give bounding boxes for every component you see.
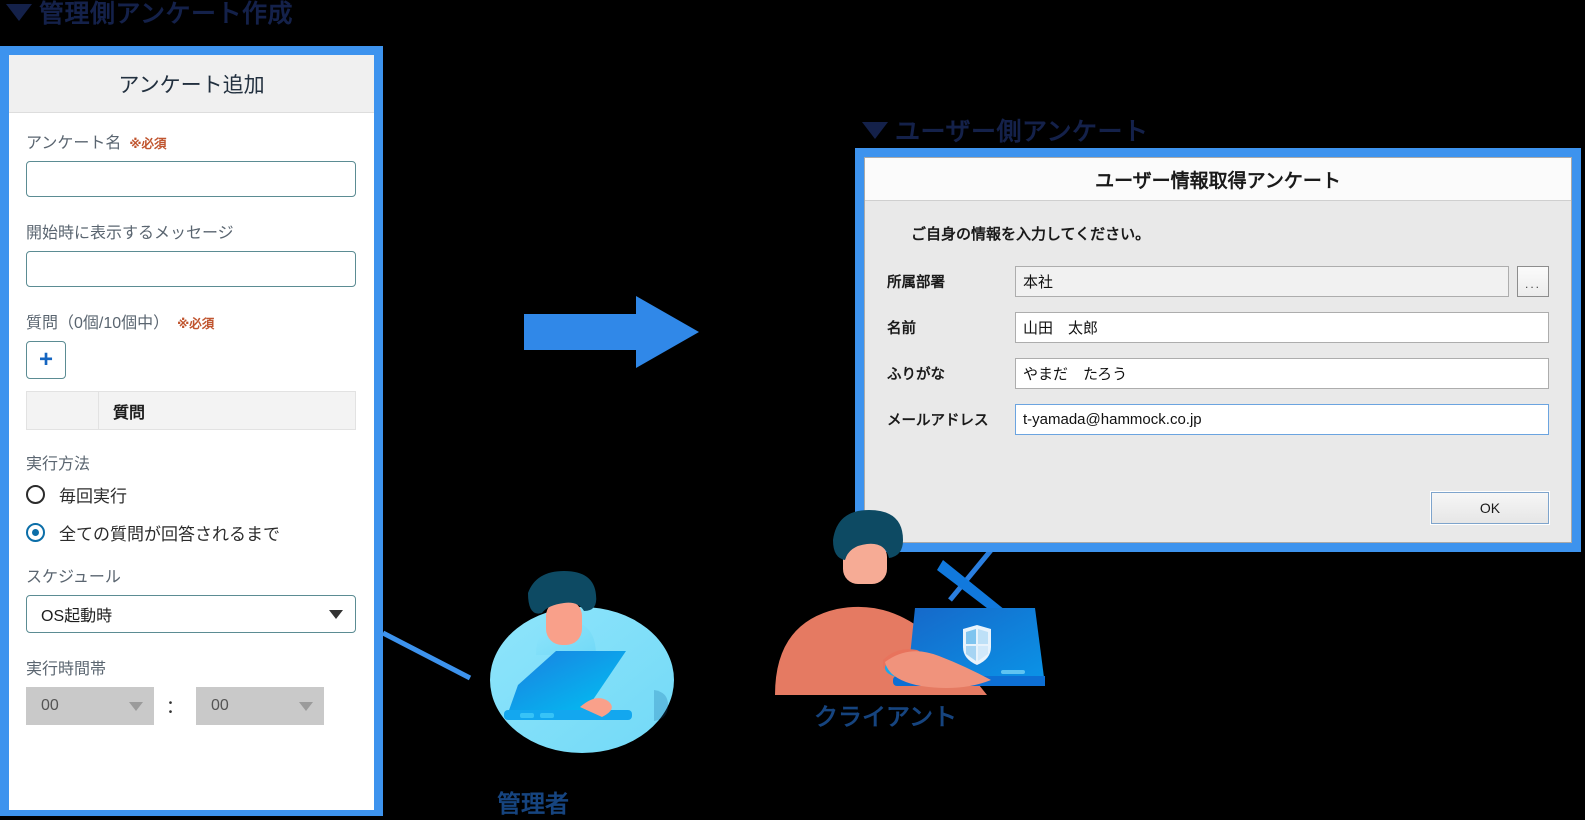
arrow-right-icon [524,296,699,368]
execution-time-minute-value: 00 [211,697,229,714]
user-dialog-note: ご自身の情報を入力してください。 [911,226,1151,243]
user-dialog-inner: ユーザー情報取得アンケート ご自身の情報を入力してください。 所属部署 本社 .… [864,157,1572,543]
chevron-down-icon [129,701,143,711]
ok-button[interactable]: OK [1430,491,1550,525]
schedule-select[interactable]: OS起動時 [26,595,356,633]
execution-time-minute-select[interactable]: 00 [196,687,324,725]
radio-until-all-answered[interactable]: 全ての質問が回答されるまで [26,520,357,545]
user-dialog-title: ユーザー情報取得アンケート [865,158,1571,200]
radio-until-all-answered-label: 全ての質問が回答されるまで [59,525,280,544]
radio-execute-every-time-label: 毎回実行 [59,487,127,506]
user-survey-dialog: ユーザー情報取得アンケート ご自身の情報を入力してください。 所属部署 本社 .… [855,148,1581,552]
admin-panel-title-label: アンケート追加 [118,73,265,97]
start-message-label: 開始時に表示するメッセージ [26,225,234,242]
heading-admin-label: 管理側アンケート作成 [39,0,294,28]
execution-time-label: 実行時間帯 [26,661,107,678]
questions-table-header-spacer [26,391,99,430]
field-furigana-input[interactable]: やまだ たろう [1015,358,1549,389]
field-furigana-label: ふりがな [887,367,945,383]
field-department-label: 所属部署 [887,275,945,291]
survey-name-input[interactable] [26,161,356,197]
browse-department-button[interactable]: ... [1517,266,1549,297]
admin-panel-body: アンケート名 ※必須 開始時に表示するメッセージ 質問（0個/10個中） ※必須… [9,113,374,725]
admin-survey-panel: アンケート追加 アンケート名 ※必須 開始時に表示するメッセージ 質問（0個/1… [0,46,383,816]
field-department-input[interactable]: 本社 [1015,266,1509,297]
start-message-label-row: 開始時に表示するメッセージ [26,219,357,243]
admin-panel-title: アンケート追加 [9,55,374,113]
questions-table-header-row: 質問 [26,391,356,430]
field-name-label: 名前 [887,321,916,337]
field-email: メールアドレス t-yamada@hammock.co.jp [887,404,1549,435]
field-email-label: メールアドレス [887,413,989,429]
chevron-down-icon [329,609,343,619]
role-label-client: クライアント [814,704,958,731]
start-message-input[interactable] [26,251,356,287]
survey-name-required-mark: ※必須 [129,137,167,151]
radio-unselected-icon [26,485,45,504]
execution-time-row: 00 ： 00 [26,687,357,725]
user-dialog-content: ご自身の情報を入力してください。 所属部署 本社 ... 名前 山田 太郎 ふり… [865,200,1571,542]
radio-execute-every-time[interactable]: 毎回実行 [26,482,357,507]
heading-admin-survey-creation: 管理側アンケート作成 [6,0,293,30]
questions-table-header-question: 質問 [98,391,356,430]
questions-label: 質問（0個/10個中） [26,315,170,332]
survey-name-label-row: アンケート名 ※必須 [26,129,357,153]
client-person-illustration [775,510,1045,695]
schedule-label: スケジュール [26,569,121,586]
questions-label-row: 質問（0個/10個中） ※必須 [26,309,357,333]
schedule-select-value: OS起動時 [41,608,113,625]
heading-user-survey: ユーザー側アンケート [862,112,1149,148]
field-furigana: ふりがな やまだ たろう [887,358,1549,389]
execution-time-hour-value: 00 [41,697,59,714]
chevron-down-icon [299,701,313,711]
field-name: 名前 山田 太郎 [887,312,1549,343]
admin-panel-inner: アンケート追加 アンケート名 ※必須 開始時に表示するメッセージ 質問（0個/1… [9,55,374,810]
triangle-down-icon [6,3,32,21]
execution-time-hour-select[interactable]: 00 [26,687,154,725]
questions-table: 質問 [26,391,356,430]
survey-name-label: アンケート名 [26,135,122,152]
field-department: 所属部署 本社 ... [887,266,1549,297]
heading-user-label: ユーザー側アンケート [895,118,1149,146]
radio-selected-icon [26,523,45,542]
field-email-input[interactable]: t-yamada@hammock.co.jp [1015,404,1549,435]
field-name-input[interactable]: 山田 太郎 [1015,312,1549,343]
add-question-button[interactable]: + [26,341,66,379]
role-label-admin: 管理者 [497,791,569,818]
execution-method-label: 実行方法 [26,456,91,473]
admin-person-illustration [490,571,674,753]
triangle-down-icon [862,121,888,139]
questions-required-mark: ※必須 [177,317,215,331]
execution-time-separator: ： [166,697,184,717]
